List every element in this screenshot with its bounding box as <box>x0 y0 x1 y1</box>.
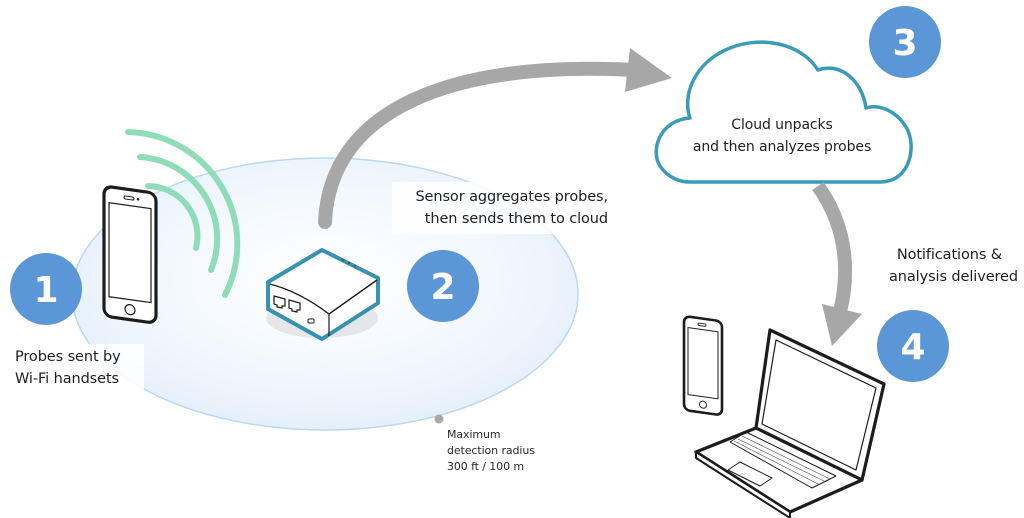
step-4-line-2: analysis delivered <box>889 269 1018 285</box>
step-badge-3: 3 <box>869 6 941 78</box>
smartphone-small-icon <box>682 315 724 416</box>
step-3-line-1: Cloud unpacks <box>731 117 833 133</box>
arrow-cloud-to-devices <box>812 181 862 346</box>
cloud-icon <box>654 40 913 184</box>
step-1-description: Probes sent by Wi-Fi handsets <box>15 346 121 390</box>
step-badge-1: 1 <box>10 253 82 325</box>
step-4-line-1: Notifications & <box>896 247 1002 263</box>
smartphone-icon <box>102 185 158 324</box>
laptop-icon <box>694 328 886 518</box>
step-badge-4: 4 <box>877 310 949 382</box>
radius-line-1: Maximum <box>447 428 501 441</box>
step-4-description: Notifications & analysis delivered <box>856 244 1018 288</box>
sensor-router-icon <box>266 248 380 341</box>
step-1-line-1: Probes sent by <box>15 349 121 365</box>
radius-line-3: 300 ft / 100 m <box>447 460 524 473</box>
step-3-description: Cloud unpacks and then analyzes probes <box>672 114 892 158</box>
step-2-description: Sensor aggregates probes, then sends the… <box>396 186 608 230</box>
step-2-line-2: then sends them to cloud <box>424 211 608 227</box>
step-badge-2: 2 <box>407 250 479 322</box>
sensor-label-backing <box>392 182 620 234</box>
step-2-line-1: Sensor aggregates probes, <box>415 189 608 205</box>
step-1-line-2: Wi-Fi handsets <box>15 371 119 387</box>
wifi-waves-icon <box>125 129 241 298</box>
step-3-line-2: and then analyzes probes <box>692 139 872 155</box>
probes-label-backing <box>8 344 144 396</box>
step-number-4: 4 <box>900 327 925 368</box>
radius-line-2: detection radius <box>447 444 535 457</box>
arrow-sensor-to-cloud <box>318 48 672 229</box>
radius-marker-dot <box>434 414 444 424</box>
step-number-1: 1 <box>33 270 58 311</box>
step-number-2: 2 <box>430 267 455 308</box>
step-number-3: 3 <box>892 23 917 64</box>
detection-radius-label: Maximum detection radius 300 ft / 100 m <box>447 427 535 475</box>
